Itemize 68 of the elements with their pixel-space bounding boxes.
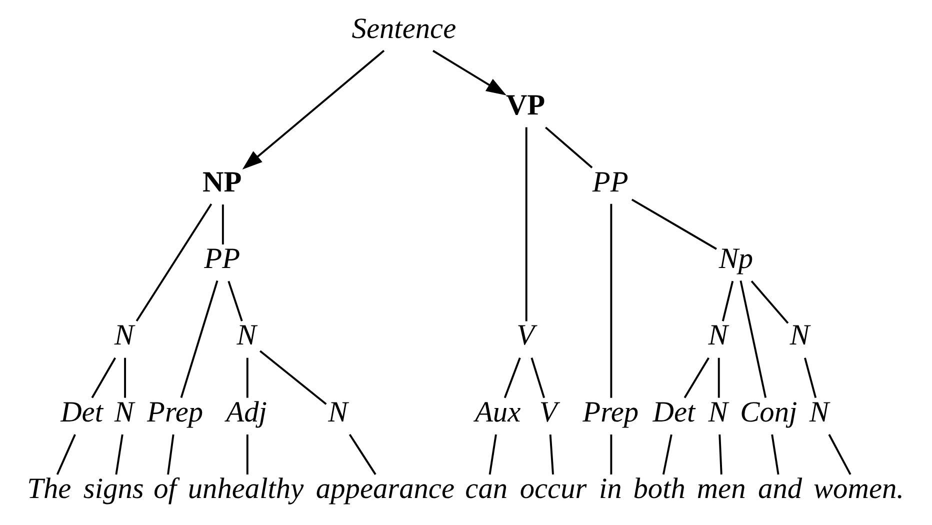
node-text: can	[465, 473, 508, 506]
node-text: appearance	[316, 473, 455, 506]
connector	[530, 358, 546, 398]
connector	[246, 358, 248, 398]
node-text: Np	[718, 243, 754, 276]
node-text: PP	[204, 243, 240, 276]
connector	[488, 434, 497, 475]
connector	[804, 358, 817, 398]
connector	[771, 434, 780, 475]
connector	[91, 357, 116, 398]
connector	[662, 434, 672, 475]
connector	[260, 350, 327, 405]
node-text: Adj	[226, 396, 267, 428]
node-text: Prep	[582, 396, 639, 428]
connector	[684, 357, 710, 398]
node-text: occur	[520, 473, 587, 506]
connector	[228, 280, 243, 322]
connector	[222, 204, 224, 244]
node-text: in	[598, 473, 622, 506]
node-text: N	[114, 396, 134, 428]
connector	[750, 280, 789, 324]
connector	[549, 434, 554, 475]
connector	[348, 434, 376, 475]
node-text: N	[114, 320, 134, 352]
node-text: Conj	[740, 396, 798, 428]
node-text: men	[696, 473, 746, 506]
node-text: N	[236, 320, 256, 352]
node-text: signs	[83, 473, 144, 506]
connector	[115, 434, 124, 475]
connector	[828, 434, 852, 475]
node-text: PP	[592, 166, 628, 198]
connector	[544, 126, 593, 168]
node-text: N	[708, 396, 728, 428]
connector	[167, 434, 174, 475]
node-text: Prep	[147, 396, 204, 428]
node-text: Sentence	[352, 13, 456, 46]
node-text: and	[758, 473, 802, 506]
connector	[136, 203, 212, 322]
node-text: VP	[506, 90, 546, 122]
connector	[504, 358, 521, 398]
node-text: both	[633, 473, 686, 506]
connector	[718, 358, 720, 398]
node-text: V	[516, 320, 535, 352]
connector	[631, 198, 717, 250]
connector	[610, 204, 612, 398]
connector	[610, 434, 612, 474]
node-text: women.	[813, 473, 904, 506]
arrow	[242, 50, 385, 170]
node-text: Det	[60, 396, 103, 428]
connector	[180, 280, 218, 398]
connector	[56, 434, 76, 475]
connector	[124, 358, 126, 398]
node-text: N	[708, 320, 728, 352]
node-text: unhealthy	[188, 473, 304, 506]
node-text: N	[790, 320, 810, 352]
node-text: The	[27, 473, 72, 506]
connector	[525, 127, 528, 322]
connector	[246, 434, 248, 474]
node-text: Det	[652, 396, 696, 428]
node-text: N	[328, 396, 348, 428]
node-text: N	[809, 396, 829, 428]
arrow	[432, 50, 506, 96]
node-text: V	[539, 396, 558, 428]
node-text: NP	[202, 166, 242, 198]
connector	[722, 280, 734, 322]
connector	[740, 280, 767, 398]
node-text: Aux	[474, 396, 521, 428]
connector	[718, 434, 722, 474]
